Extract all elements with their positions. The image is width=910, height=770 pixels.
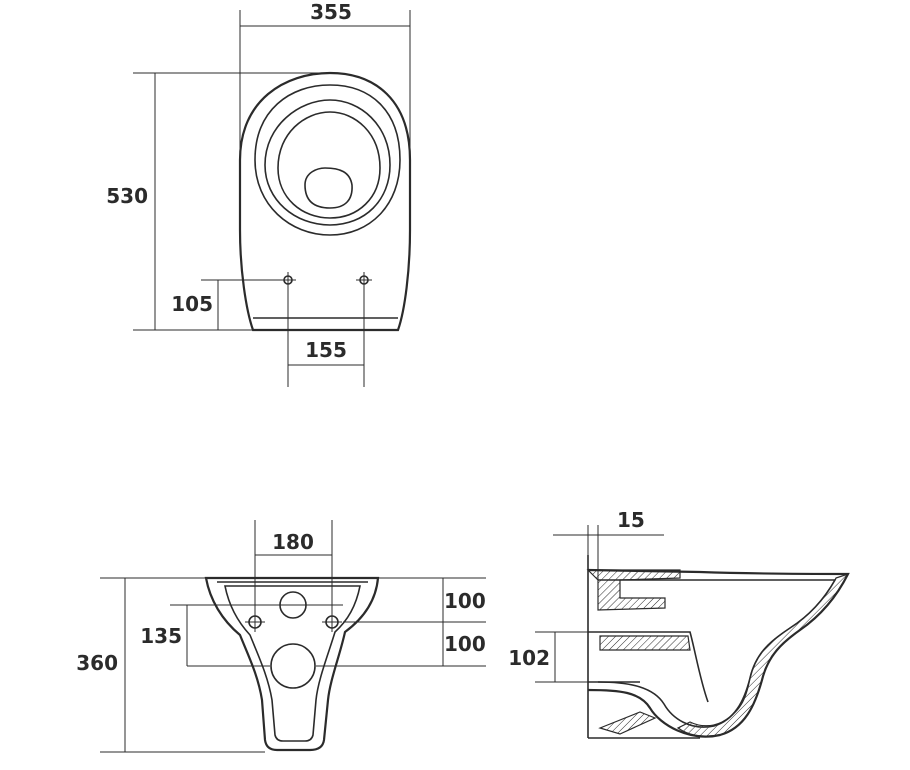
top-view-outline <box>238 71 412 332</box>
rear-view: 180 360 135 100 100 <box>76 520 486 753</box>
side-wall-gap-label: 15 <box>617 508 645 532</box>
rear-dim-fix-spacing: 180 <box>254 520 333 612</box>
top-dim-fix-height: 105 <box>171 279 296 330</box>
top-width-label: 355 <box>310 0 352 24</box>
side-dim-wall-gap: 15 <box>553 508 664 580</box>
rear-height-label: 360 <box>76 651 118 675</box>
rear-dim-outlet-height: 135 <box>140 604 343 667</box>
top-fix-spacing-label: 155 <box>305 338 347 362</box>
rear-outlet-hole <box>270 643 316 689</box>
top-dim-fix-spacing: 155 <box>287 288 365 387</box>
side-view-outline <box>586 555 850 739</box>
side-view: 15 102 <box>508 508 850 739</box>
rear-fix-hole-left <box>245 612 265 632</box>
side-dim-outlet: 102 <box>508 631 598 683</box>
rear-fix-spacing-label: 180 <box>272 530 314 554</box>
rear-outlet-height-label: 135 <box>140 624 182 648</box>
top-dim-length: 530 <box>106 72 330 331</box>
rear-dim-offsets: 100 100 <box>316 577 486 667</box>
top-view: 355 530 105 155 <box>106 0 412 387</box>
rear-lower-offset-label: 100 <box>444 632 486 656</box>
rear-fix-hole-right <box>322 612 342 632</box>
top-fix-height-label: 105 <box>171 292 213 316</box>
side-outlet-label: 102 <box>508 646 550 670</box>
top-length-label: 530 <box>106 184 148 208</box>
top-fix-hole-right <box>356 272 372 288</box>
rear-view-outline <box>204 576 380 752</box>
top-dim-width: 355 <box>239 0 411 195</box>
rear-dim-height: 360 <box>76 577 265 753</box>
rear-upper-offset-label: 100 <box>444 589 486 613</box>
